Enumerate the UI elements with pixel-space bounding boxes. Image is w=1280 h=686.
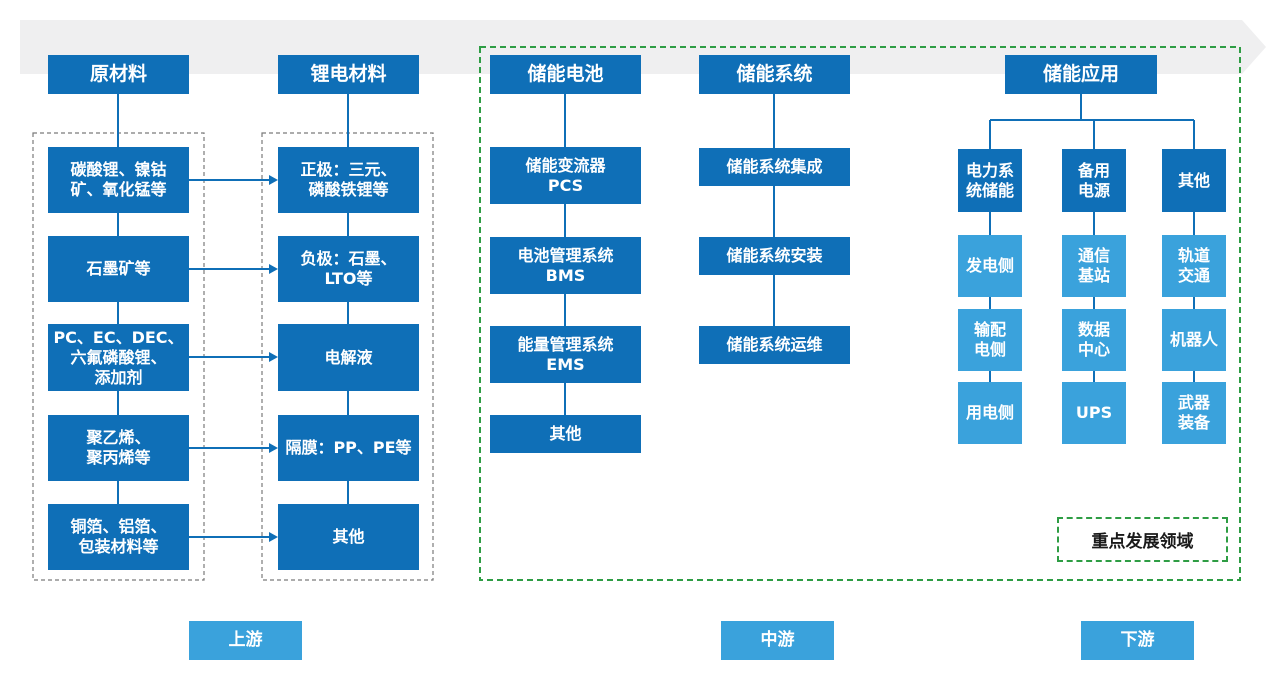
flow-arrow-head [269,443,278,453]
application-category: 其他 [1162,149,1226,212]
application-item: 发电侧 [958,235,1022,297]
battery-materials-header: 锂电材料 [278,55,419,94]
storage-battery-item: 电池管理系统 BMS [490,237,641,294]
stage-downstream: 下游 [1081,621,1194,660]
battery-material-item: 正极：三元、 磷酸铁锂等 [278,147,419,213]
flow-arrow-head [269,352,278,362]
battery-material-item: 电解液 [278,324,419,391]
storage-battery-item: 储能变流器 PCS [490,147,641,204]
storage-battery-item: 能量管理系统 EMS [490,326,641,383]
application-category: 备用 电源 [1062,149,1126,212]
raw-materials-header: 原材料 [48,55,189,94]
storage-system-item: 储能系统安装 [699,237,850,275]
focus-area-label: 重点发展领域 [1057,517,1228,562]
battery-material-item: 负极：石墨、 LTO等 [278,236,419,302]
storage-battery-item: 其他 [490,415,641,453]
storage-system-item: 储能系统集成 [699,148,850,186]
application-item: 数据 中心 [1062,309,1126,371]
application-item: 用电侧 [958,382,1022,444]
battery-material-item: 隔膜：PP、PE等 [278,415,419,481]
battery-material-item: 其他 [278,504,419,570]
stage-upstream: 上游 [189,621,302,660]
focus-region-frame [479,46,1241,581]
application-category: 电力系 统储能 [958,149,1022,212]
raw-material-item: PC、EC、DEC、 六氟磷酸锂、 添加剂 [48,324,189,391]
material-flow-arrows [189,175,278,542]
application-item: 轨道 交通 [1162,235,1226,297]
raw-material-item: 铜箔、铝箔、 包装材料等 [48,504,189,570]
storage-battery-header: 储能电池 [490,55,641,94]
raw-material-item: 石墨矿等 [48,236,189,302]
storage-system-header: 储能系统 [699,55,850,94]
application-item: 通信 基站 [1062,235,1126,297]
storage-system-item: 储能系统运维 [699,326,850,364]
application-item: 机器人 [1162,309,1226,371]
flow-arrow-head [269,532,278,542]
raw-material-item: 碳酸锂、镍钴 矿、氧化锰等 [48,147,189,213]
application-item: UPS [1062,382,1126,444]
storage-application-header: 储能应用 [1005,55,1157,94]
application-item: 武器 装备 [1162,382,1226,444]
stage-midstream: 中游 [721,621,834,660]
application-item: 输配 电侧 [958,309,1022,371]
flow-arrow-head [269,264,278,274]
raw-material-item: 聚乙烯、 聚丙烯等 [48,415,189,481]
flow-arrow-head [269,175,278,185]
